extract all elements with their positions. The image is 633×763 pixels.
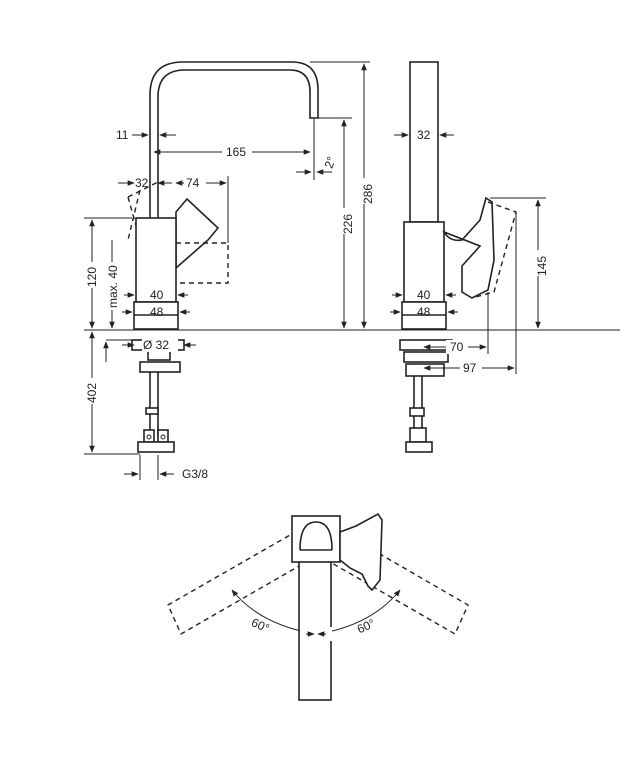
dim-body-width-upper: 40	[150, 288, 164, 302]
dim-side-body-upper: 40	[417, 288, 431, 302]
side-lever	[442, 196, 495, 299]
top-lever-left-dashed	[167, 530, 307, 635]
front-spout	[149, 61, 319, 218]
side-view	[399, 61, 517, 453]
top-lever-right-dashed	[329, 530, 469, 635]
front-view	[84, 61, 620, 453]
top-spout	[298, 539, 332, 701]
top-lever	[339, 512, 383, 592]
dim-lever-front: 74	[186, 176, 200, 190]
dim-rotation-left: 60°	[249, 615, 272, 635]
top-head	[291, 515, 341, 563]
dim-total-height: 286	[361, 184, 375, 204]
dim-side-body-lower: 48	[417, 305, 431, 319]
side-body	[403, 221, 445, 303]
dim-lever-height: 120	[85, 267, 99, 287]
dim-spout-angle: 2°	[322, 154, 339, 170]
front-dimensions: 11 165 2° 32 74 226 286 120	[84, 61, 375, 481]
dim-spout-reach: 165	[226, 145, 246, 159]
dim-tail-length: 402	[85, 383, 99, 403]
dim-side-reach-97: 97	[463, 361, 477, 375]
dim-side-reach-70: 70	[450, 340, 464, 354]
front-lever-dashed	[127, 189, 229, 284]
dim-spout-height: 226	[341, 214, 355, 234]
dim-spout-offset: 11	[116, 128, 129, 142]
dim-body-width-lower: 48	[150, 305, 164, 319]
dim-lever-back: 32	[135, 176, 149, 190]
front-lever	[175, 197, 220, 270]
front-body	[135, 217, 177, 303]
dim-lever-side-height: 145	[535, 256, 549, 276]
side-dimensions: 32 40 48 145 70 97	[390, 128, 549, 375]
top-view: 60° 60°	[167, 512, 469, 701]
dim-connection: G3/8	[182, 467, 208, 481]
dim-rotation-right: 60°	[355, 616, 378, 636]
side-spout	[409, 61, 439, 223]
dim-hole-diameter: Ø 32	[143, 338, 169, 352]
dim-side-width: 32	[417, 128, 431, 142]
dim-max-deck: max. 40	[106, 265, 120, 308]
